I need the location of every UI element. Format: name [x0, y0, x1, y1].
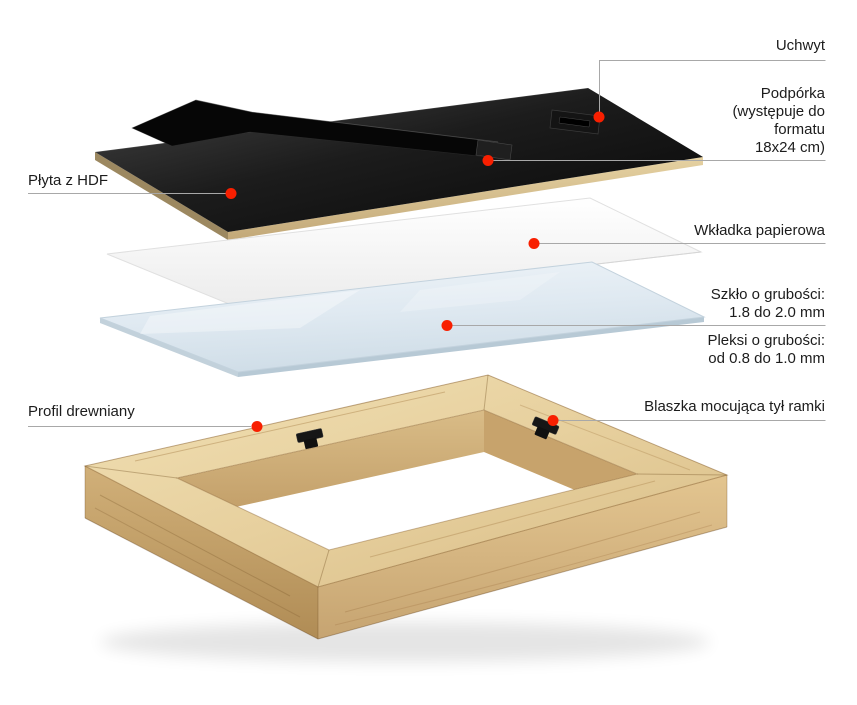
label-blaszka: Blaszka mocująca tył ramki	[644, 398, 825, 415]
label-szklo: Szkło o grubości: 1.8 do 2.0 mm	[710, 286, 825, 321]
frame-mitre-lines	[84, 374, 728, 588]
hdf-board-shape	[94, 87, 703, 240]
frame-wood-grain	[94, 391, 713, 626]
support-stand-shape	[131, 99, 513, 161]
callout-dot-uchwyt	[593, 111, 605, 123]
callout-lines	[28, 60, 826, 427]
callout-dot-blaszka	[547, 415, 559, 426]
back-clip-right	[532, 416, 560, 440]
callout-line-uchwyt	[599, 60, 826, 112]
frame-face-right	[318, 475, 727, 639]
glass-highlight	[140, 290, 360, 334]
label-pleksi: Pleksi o grubości: od 0.8 do 1.0 mm	[707, 332, 825, 367]
board-edge-left	[95, 152, 228, 240]
back-clip-left	[296, 428, 324, 450]
callout-dot-szklo-pleksi	[441, 320, 453, 331]
label-plyta-hdf: Płyta z HDF	[28, 172, 109, 189]
callout-dots	[225, 111, 605, 432]
hanger-clip-shape	[549, 109, 601, 135]
callout-dot-wkladka	[528, 238, 540, 249]
frame-shadow	[100, 622, 710, 662]
frame-top-face	[85, 375, 727, 587]
wooden-frame-shape	[83, 374, 729, 662]
callout-dot-plyta	[225, 188, 237, 199]
frame-face-left	[85, 466, 318, 639]
label-wkladka-papierowa: Wkładka papierowa	[694, 222, 825, 239]
glass-sheet	[99, 261, 706, 377]
board-edge-front	[228, 157, 703, 240]
callout-dot-podporka	[482, 155, 494, 166]
label-profil-drewniany: Profil drewniany	[28, 403, 135, 420]
label-uchwyt: Uchwyt	[775, 37, 825, 54]
label-podporka: Podpórka (występuje do formatu 18x24 cm)	[732, 85, 825, 156]
glass-highlight-2	[400, 272, 560, 312]
callout-dot-profil	[251, 421, 263, 432]
